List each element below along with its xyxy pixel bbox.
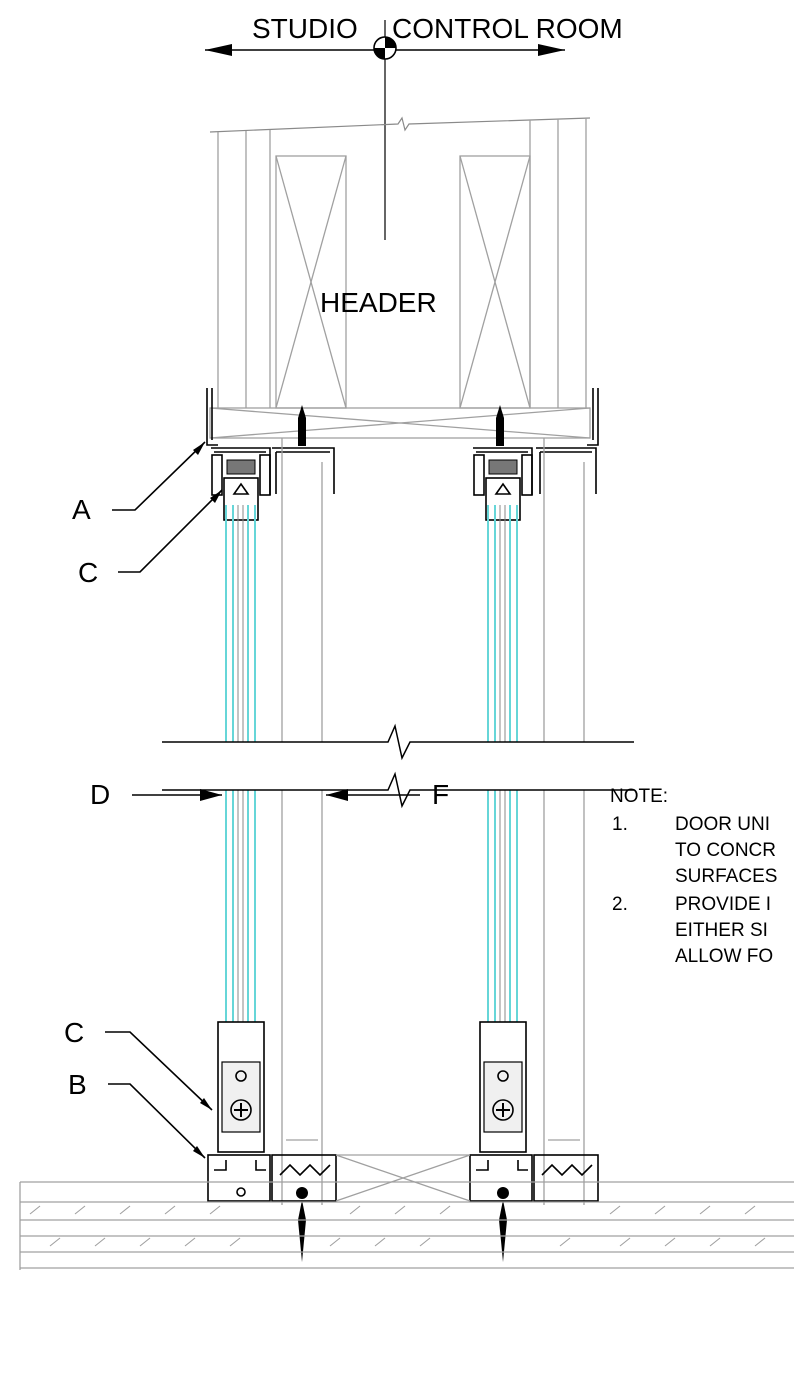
control-room-label: CONTROL ROOM xyxy=(392,13,623,44)
break-lines xyxy=(162,723,634,809)
note-1-line-1: DOOR UNI xyxy=(675,814,770,835)
glass-pane-left xyxy=(225,505,256,1022)
note-1-line-2: TO CONCR xyxy=(675,840,776,861)
glass-pane-right xyxy=(487,505,518,1022)
concrete-floor xyxy=(19,1181,794,1270)
note-2-line-1: PROVIDE I xyxy=(675,894,771,915)
note-title: NOTE: xyxy=(610,786,668,807)
note-2-number: 2. xyxy=(612,894,628,915)
centerline-symbol xyxy=(373,36,397,60)
label-f: F xyxy=(432,779,449,810)
bottom-carrier-left xyxy=(207,1021,337,1262)
label-a: A xyxy=(72,494,91,525)
header-framing xyxy=(209,116,591,439)
header-label: HEADER xyxy=(320,287,437,318)
door-frame-verticals xyxy=(281,438,585,1205)
leader-c-bottom xyxy=(105,1031,213,1111)
leader-c-top xyxy=(118,489,223,573)
note-1-line-3: SURFACES xyxy=(675,866,777,887)
threshold-block xyxy=(335,1154,471,1202)
top-track-left xyxy=(206,388,335,521)
note-1-number: 1. xyxy=(612,814,628,835)
label-c-top: C xyxy=(78,557,98,588)
studio-label: STUDIO xyxy=(252,13,358,44)
leader-a xyxy=(112,441,206,511)
note-2-line-3: ALLOW FO xyxy=(675,946,773,967)
label-b: B xyxy=(68,1069,87,1100)
bottom-carrier-right xyxy=(469,1021,599,1262)
label-c-bottom: C xyxy=(64,1017,84,1048)
note-block: NOTE: 1. DOOR UNI TO CONCR SURFACES 2. P… xyxy=(610,786,777,967)
leader-b xyxy=(108,1083,206,1159)
label-d: D xyxy=(90,779,110,810)
top-track-right xyxy=(473,388,599,521)
leader-f xyxy=(326,789,420,801)
note-2-line-2: EITHER SI xyxy=(675,920,768,941)
leader-d xyxy=(132,789,222,801)
